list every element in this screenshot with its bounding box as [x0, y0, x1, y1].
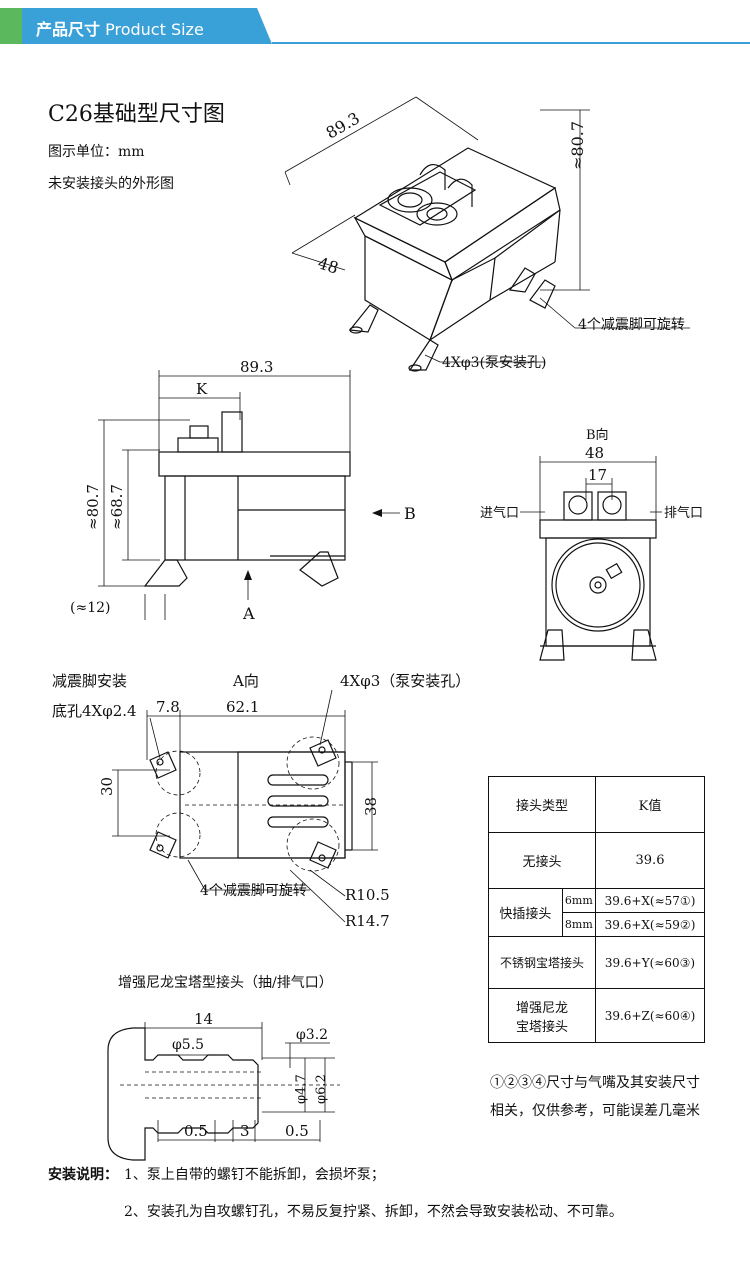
k-value-table: 接头类型 K值 无接头 39.6 快插接头 6mm 39.6+X(≈57①) 8… [488, 776, 705, 1043]
a-holes-label: 4Xφ3（泵安装孔） [340, 672, 471, 690]
drawing-title: C26基础型尺寸图 [48, 102, 225, 127]
side-dim-height-body: ≈68.7 [108, 484, 126, 530]
k-table-k-8mm: 39.6+X(≈59②) [595, 912, 705, 937]
header-underline [272, 42, 750, 44]
a-radius-small: R10.5 [345, 886, 390, 904]
a-dim-78: 7.8 [156, 698, 180, 716]
nozzle-dim-w3: 0.5 [285, 1122, 309, 1140]
b-inlet-label: 进气口 [480, 506, 520, 521]
nozzle-title: 增强尼龙宝塔型接头（抽/排气口） [118, 975, 333, 991]
nozzle-dim-62: φ6.2 [314, 1074, 329, 1104]
a-dim-621: 62.1 [226, 698, 260, 716]
b-dim-gap: 17 [588, 466, 608, 484]
k-table-type-nylon-2: 宝塔接头 [515, 1019, 568, 1035]
footnote-line-2: 相关，仅供参考，可能误差几毫米 [490, 1103, 700, 1119]
b-outlet-label: 排气口 [664, 506, 704, 521]
iso-dim-height: ≈80.7 [568, 120, 587, 170]
side-view [98, 370, 400, 620]
iso-holes-label: 4Xφ3(泵安装孔) [442, 355, 547, 371]
nozzle-dim-w1: 0.5 [184, 1122, 208, 1140]
k-table-type-nylon-1: 增强尼龙 [515, 1000, 568, 1016]
k-table-sub-6mm: 6mm [561, 888, 597, 913]
b-view-title: B向 [586, 428, 609, 443]
a-view-title: A向 [233, 672, 259, 690]
k-table-sub-8mm: 8mm [561, 912, 597, 937]
header-accent [0, 8, 22, 44]
a-base-label-1: 减震脚安装 [52, 672, 128, 690]
unit-note: 图示单位：mm [48, 144, 145, 160]
b-dim-width: 48 [585, 444, 605, 462]
k-table-header-type: 接头类型 [488, 776, 596, 833]
k-table-header-k: K值 [595, 776, 705, 833]
nozzle-dim-32: φ3.2 [296, 1027, 329, 1043]
section-header: 产品尺寸 Product Size [0, 8, 750, 44]
nozzle-view [107, 1022, 340, 1161]
a-direction-view [112, 689, 378, 923]
k-table-k-none: 39.6 [595, 832, 705, 889]
footnote-line-1: ①②③④尺寸与气嘴及其安装尺寸 [490, 1075, 700, 1091]
k-table-type-steel: 不锈钢宝塔接头 [488, 936, 596, 989]
install-note-1: 1、泵上自带的螺钉不能拆卸，会损坏泵； [124, 1167, 385, 1183]
a-dim-30: 30 [98, 776, 116, 796]
iso-feet-label: 4个减震脚可旋转 [578, 317, 685, 333]
header-title: 产品尺寸 Product Size [36, 20, 204, 39]
nozzle-dim-length: 14 [194, 1010, 214, 1028]
install-note-2: 2、安装孔为自攻螺钉孔，不易反复拧紧、拆卸，不然会导致安装松动、不可靠。 [124, 1204, 623, 1220]
k-table-k-nylon: 39.6+Z(≈60④) [595, 988, 705, 1043]
install-label: 安装说明： [48, 1167, 118, 1183]
a-dim-38: 38 [362, 796, 380, 816]
nozzle-dim-55: φ5.5 [172, 1037, 205, 1053]
isometric-view [284, 96, 690, 372]
k-table-type-none: 无接头 [488, 832, 596, 889]
side-dim-length: 89.3 [240, 358, 274, 376]
k-table-k-steel: 39.6+Y(≈60③) [595, 936, 705, 989]
outline-note: 未安装接头的外形图 [48, 176, 174, 192]
header-tab [22, 8, 272, 44]
side-dim-height-total: ≈80.7 [84, 484, 102, 530]
k-table-k-6mm: 39.6+X(≈57①) [595, 888, 705, 913]
k-table-type-quick: 快插接头 [488, 888, 563, 937]
b-direction-view [520, 456, 662, 661]
nozzle-dim-w2: 3 [240, 1122, 250, 1140]
nozzle-dim-47: φ4.7 [294, 1074, 309, 1104]
a-base-label-2: 底孔4Xφ2.4 [52, 702, 137, 720]
a-radius-large: R14.7 [345, 912, 390, 930]
k-table-type-nylon: 增强尼龙 宝塔接头 [488, 988, 596, 1043]
side-dim-k: K [196, 380, 208, 398]
a-feet-label: 4个减震脚可旋转 [200, 883, 307, 899]
side-dim-foot: (≈12) [70, 600, 111, 616]
side-arrow-a: A [243, 604, 255, 623]
side-arrow-b: B [404, 504, 416, 523]
